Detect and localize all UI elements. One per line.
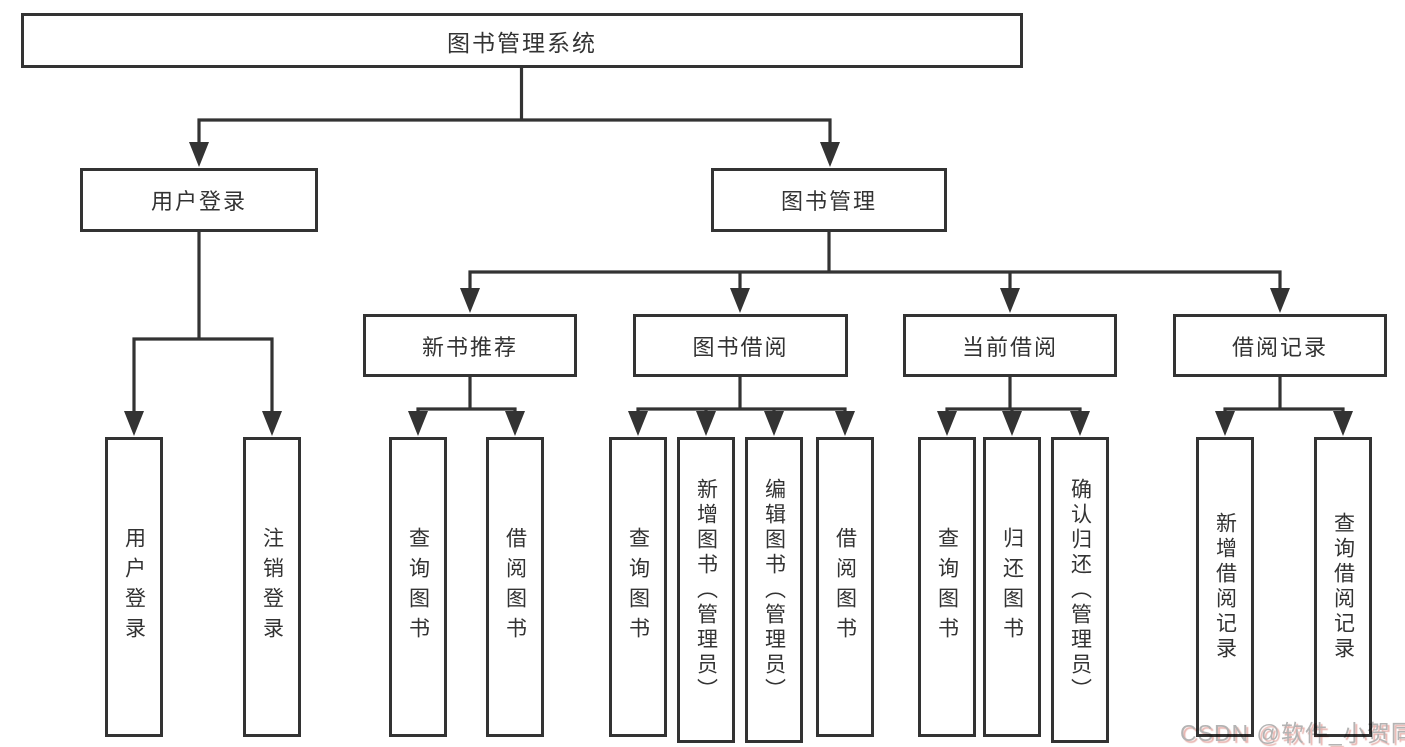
node-label: 确认归还（管理员） bbox=[1068, 477, 1092, 703]
node-new-book-recommend: 新书推荐 bbox=[363, 314, 577, 377]
leaf-query-books: 查询图书 bbox=[918, 437, 976, 737]
node-label: 当前借阅 bbox=[961, 334, 1058, 360]
node-label: 注销登录 bbox=[260, 527, 284, 647]
leaf-add-borrow-record: 新增借阅记录 bbox=[1196, 437, 1254, 737]
leaf-logout: 注销登录 bbox=[243, 437, 301, 737]
node-label: 借阅记录 bbox=[1231, 334, 1328, 360]
node-label: 编辑图书（管理员） bbox=[762, 477, 786, 703]
node-book-management: 图书管理 bbox=[711, 168, 947, 232]
leaf-edit-books-admin: 编辑图书（管理员） bbox=[745, 437, 803, 743]
node-current-borrowing: 当前借阅 bbox=[903, 314, 1117, 377]
node-label: 新书推荐 bbox=[421, 334, 518, 360]
node-label: 查询图书 bbox=[406, 527, 430, 647]
node-label: 图书管理系统 bbox=[447, 29, 597, 56]
leaf-add-books-admin: 新增图书（管理员） bbox=[677, 437, 735, 743]
leaf-query-borrow-record: 查询借阅记录 bbox=[1314, 437, 1372, 737]
node-label: 借阅图书 bbox=[833, 527, 857, 647]
node-label: 新增图书（管理员） bbox=[694, 477, 718, 703]
arrowheads bbox=[124, 142, 1353, 436]
leaf-confirm-return-admin: 确认归还（管理员） bbox=[1051, 437, 1109, 743]
node-label: 新增借阅记录 bbox=[1213, 512, 1237, 662]
node-label: 查询图书 bbox=[626, 527, 650, 647]
node-book-borrowing: 图书借阅 bbox=[633, 314, 848, 377]
node-label: 用户登录 bbox=[122, 527, 146, 647]
node-user-login: 用户登录 bbox=[80, 168, 318, 232]
leaf-user-login: 用户登录 bbox=[105, 437, 163, 737]
node-label: 查询图书 bbox=[935, 527, 959, 647]
node-label: 图书管理 bbox=[780, 189, 877, 214]
node-label: 借阅图书 bbox=[503, 527, 527, 647]
leaf-borrow-books: 借阅图书 bbox=[486, 437, 544, 737]
node-library-management-system: 图书管理系统 bbox=[21, 13, 1023, 68]
leaf-borrow-books: 借阅图书 bbox=[816, 437, 874, 737]
leaf-query-books: 查询图书 bbox=[389, 437, 447, 737]
node-borrowing-records: 借阅记录 bbox=[1173, 314, 1387, 377]
csdn-watermark: CSDN @软件_小贺同学 bbox=[1180, 720, 1405, 746]
leaf-return-books: 归还图书 bbox=[983, 437, 1041, 737]
node-label: 用户登录 bbox=[150, 189, 247, 214]
leaf-query-books: 查询图书 bbox=[609, 437, 667, 737]
node-label: 归还图书 bbox=[1000, 527, 1024, 647]
node-label: 查询借阅记录 bbox=[1331, 512, 1355, 662]
node-label: 图书借阅 bbox=[692, 334, 789, 360]
